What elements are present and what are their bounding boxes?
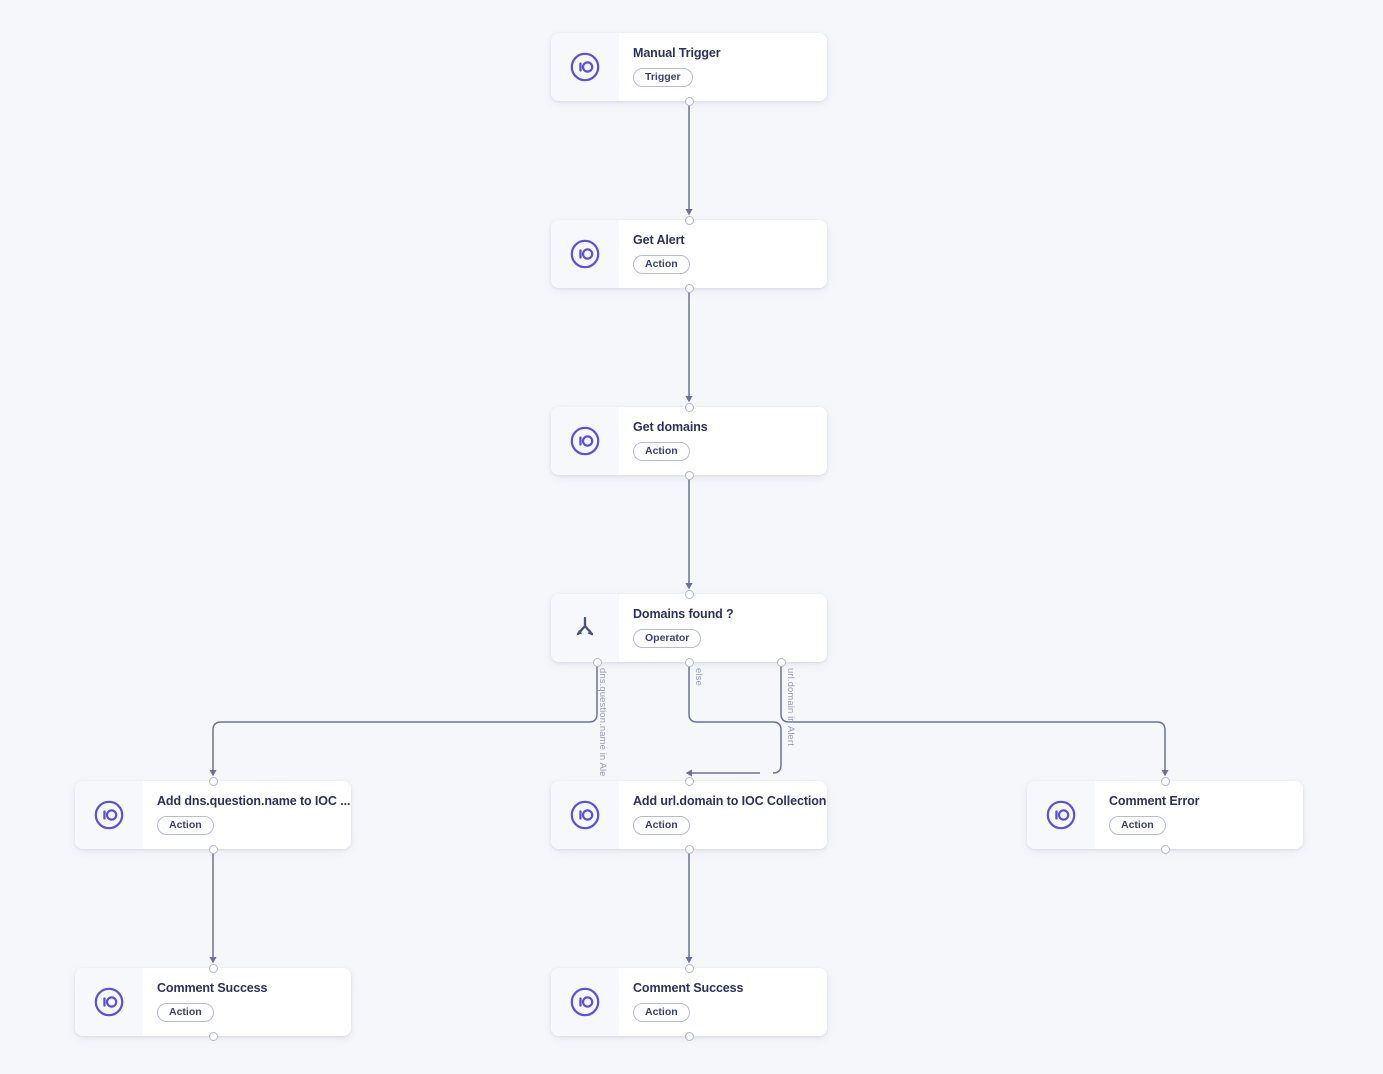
- input-port[interactable]: [209, 963, 218, 973]
- io-circle-icon: [94, 987, 124, 1017]
- node-body: Domains found ? Operator: [619, 594, 827, 662]
- edge-operator-to-dns: [209, 662, 598, 777]
- node-title: Manual Trigger: [633, 46, 721, 60]
- edge-label-url: url.domain in Alert: [785, 668, 796, 746]
- node-title: Domains found ?: [633, 607, 734, 621]
- input-port[interactable]: [685, 963, 694, 973]
- output-port-dns[interactable]: [593, 657, 602, 667]
- output-port[interactable]: [685, 470, 694, 480]
- output-port[interactable]: [1161, 844, 1170, 854]
- input-port[interactable]: [685, 776, 694, 786]
- input-port[interactable]: [209, 776, 218, 786]
- edge-label-dns: dns.question.name in Ale: [597, 668, 608, 777]
- io-circle-icon: [570, 800, 600, 830]
- input-port[interactable]: [685, 589, 694, 599]
- output-port[interactable]: [685, 1031, 694, 1041]
- io-circle-icon: [570, 52, 600, 82]
- node-icon-panel: [551, 968, 619, 1036]
- node-add-dns-question-name[interactable]: Add dns.question.name to IOC ... Action: [75, 776, 351, 854]
- node-body: Get Alert Action: [619, 220, 827, 288]
- node-badge: Action: [157, 1003, 214, 1022]
- node-title: Comment Success: [633, 981, 744, 995]
- edge-label-dns-clip: dns.question.name in Ale: [596, 668, 610, 790]
- node-badge: Action: [633, 255, 690, 274]
- node-manual-trigger[interactable]: Manual Trigger Trigger: [551, 33, 827, 106]
- output-port[interactable]: [209, 1031, 218, 1041]
- node-body: Get domains Action: [619, 407, 827, 475]
- node-body: Comment Error Action: [1095, 781, 1303, 849]
- node-body: Comment Success Action: [143, 968, 351, 1036]
- node-badge: Action: [633, 442, 690, 461]
- node-get-domains[interactable]: Get domains Action: [551, 402, 827, 480]
- node-body: Add url.domain to IOC Collection Action: [619, 781, 827, 849]
- node-icon-panel: [551, 33, 619, 101]
- io-circle-icon: [570, 239, 600, 269]
- branch-split-icon: [576, 616, 594, 636]
- edge-label-else-clip: else: [692, 668, 706, 790]
- edge-label-url-clip: url.domain in Alert: [784, 668, 798, 790]
- node-get-alert[interactable]: Get Alert Action: [551, 215, 827, 293]
- node-badge: Action: [633, 816, 690, 835]
- node-badge: Operator: [633, 629, 702, 648]
- node-add-url-domain[interactable]: Add url.domain to IOC Collection Action: [551, 776, 827, 854]
- node-comment-error[interactable]: Comment Error Action: [1027, 776, 1303, 854]
- node-icon-panel: [75, 968, 143, 1036]
- output-port[interactable]: [685, 96, 694, 106]
- node-icon-panel: [75, 781, 143, 849]
- input-port[interactable]: [1161, 776, 1170, 786]
- node-icon-panel: [551, 781, 619, 849]
- node-comment-success-middle[interactable]: Comment Success Action: [551, 963, 827, 1041]
- input-port[interactable]: [685, 215, 694, 225]
- output-port[interactable]: [685, 844, 694, 854]
- node-title: Comment Error: [1109, 794, 1200, 808]
- output-port-url[interactable]: [777, 657, 786, 667]
- node-title: Get domains: [633, 420, 708, 434]
- io-circle-icon: [94, 800, 124, 830]
- edge-operator-to-error: [780, 662, 1169, 777]
- io-circle-icon: [1046, 800, 1076, 830]
- node-title: Add dns.question.name to IOC ...: [157, 794, 351, 808]
- node-comment-success-left[interactable]: Comment Success Action: [75, 963, 351, 1041]
- node-body: Comment Success Action: [619, 968, 827, 1036]
- output-port[interactable]: [685, 283, 694, 293]
- node-domains-found[interactable]: Domains found ? Operator: [551, 589, 827, 667]
- node-icon-panel: [1027, 781, 1095, 849]
- node-badge: Action: [1109, 816, 1166, 835]
- io-circle-icon: [570, 987, 600, 1017]
- node-title: Get Alert: [633, 233, 685, 247]
- node-body: Add dns.question.name to IOC ... Action: [143, 781, 351, 849]
- edge-label-else: else: [693, 668, 704, 686]
- node-icon-panel: [551, 407, 619, 475]
- node-title: Comment Success: [157, 981, 268, 995]
- node-icon-panel: [551, 220, 619, 288]
- output-port-else[interactable]: [685, 657, 694, 667]
- node-badge: Action: [157, 816, 214, 835]
- io-circle-icon: [570, 426, 600, 456]
- node-body: Manual Trigger Trigger: [619, 33, 827, 101]
- input-port[interactable]: [685, 402, 694, 412]
- node-badge: Trigger: [633, 68, 693, 87]
- output-port[interactable]: [209, 844, 218, 854]
- node-badge: Action: [633, 1003, 690, 1022]
- node-title: Add url.domain to IOC Collection: [633, 794, 827, 808]
- node-icon-panel: [551, 594, 619, 662]
